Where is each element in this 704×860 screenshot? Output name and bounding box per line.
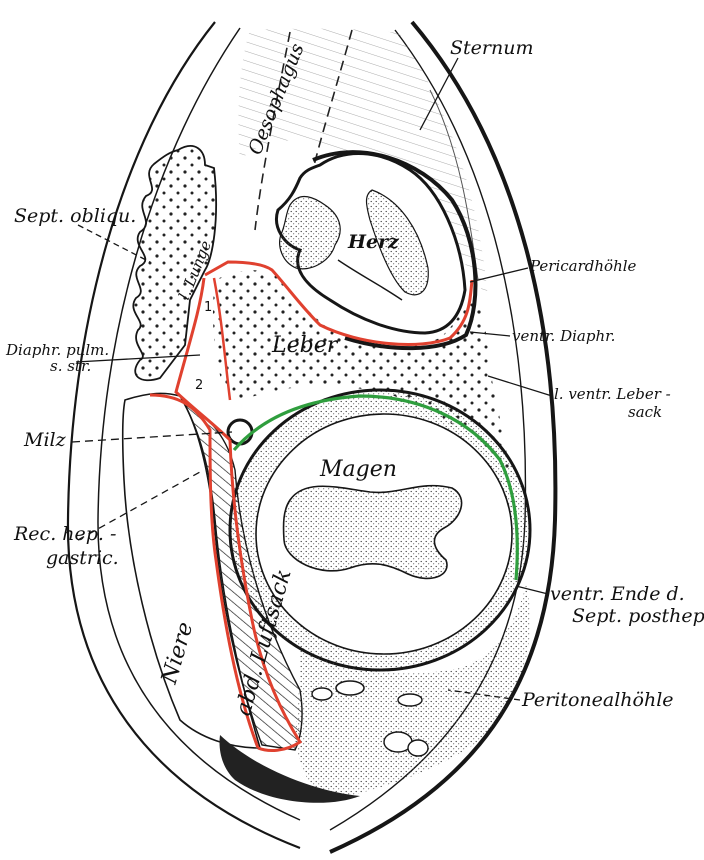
label-l-ventr-leber-2: sack — [628, 404, 662, 421]
label-rec-hep: Rec. hep. - — [14, 524, 116, 545]
label-sept-obliqu: Sept. obliqu. — [14, 206, 136, 227]
label-pericardhoehle: Pericardhöhle — [530, 258, 636, 275]
gut-loop-3 — [398, 694, 422, 706]
label-magen: Magen — [320, 458, 397, 483]
region-number-2: 2 — [195, 378, 203, 393]
label-ventr-ende: ventr. Ende d. — [550, 584, 685, 605]
region-number-1: 1 — [204, 300, 212, 315]
label-diaphr-pulm-2: s. str. — [50, 358, 91, 375]
label-l-ventr-leber: l. ventr. Leber - — [554, 386, 671, 403]
label-rec-hep-2: gastric. — [46, 548, 119, 569]
stomach-lumen — [284, 486, 462, 579]
gut-loop-1 — [336, 681, 364, 695]
label-herz: Herz — [348, 232, 399, 253]
label-ventr-ende-2: Sept. posthep. — [572, 606, 704, 627]
label-leber: Leber — [272, 334, 337, 359]
label-ventr-diaphr: ventr. Diaphr. — [512, 328, 615, 345]
label-milz: Milz — [24, 430, 66, 451]
gut-loop-5 — [408, 740, 428, 756]
gut-loop-2 — [312, 688, 332, 700]
label-sternum: Sternum — [450, 38, 533, 59]
label-peritonealhoehle: Peritonealhöhle — [522, 690, 674, 711]
